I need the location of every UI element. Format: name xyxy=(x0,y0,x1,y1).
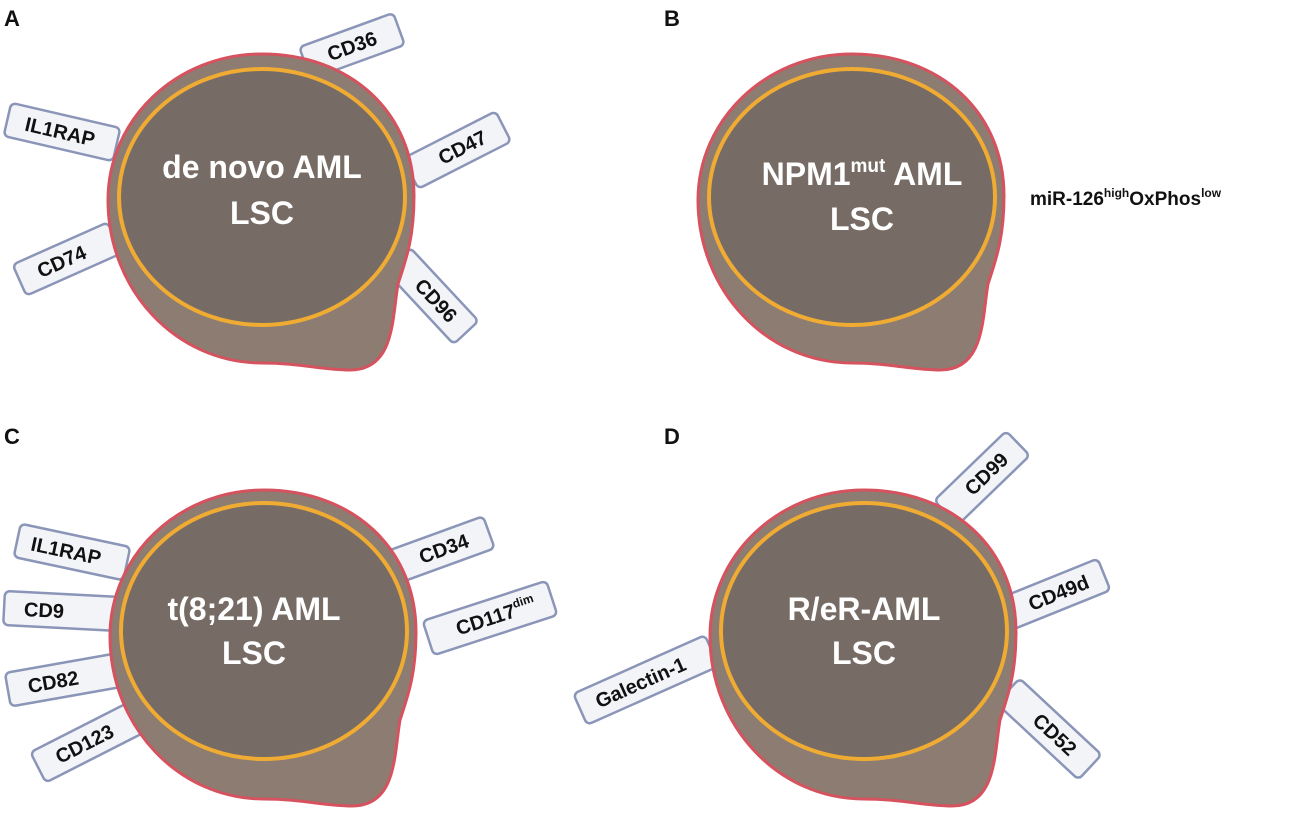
marker-cd82: CD82 xyxy=(4,653,122,707)
mir126-oxphos-annotation: miR-126highOxPhoslow xyxy=(1030,186,1222,210)
marker-cd9: CD9 xyxy=(2,589,122,633)
cell-title-line2: LSC xyxy=(830,201,894,237)
marker-cd52: CD52 xyxy=(997,679,1101,779)
cell-title-line1: t(8;21) AML xyxy=(167,591,340,627)
panel-c: C IL1RAP CD9 CD82 CD123 CD34 CD117dim t(… xyxy=(2,424,558,808)
marker-box xyxy=(13,523,131,581)
nucleus xyxy=(719,501,1009,761)
marker-cd117dim: CD117dim xyxy=(422,580,558,656)
cell-title-line1: de novo AML xyxy=(162,149,362,185)
marker-cd123: CD123 xyxy=(30,701,146,783)
nucleus xyxy=(119,501,409,761)
marker-galectin-1: Galectin-1 xyxy=(573,635,719,725)
marker-cd74: CD74 xyxy=(12,222,122,296)
marker-box xyxy=(422,580,558,656)
panel-letter-c: C xyxy=(4,424,20,449)
cell-title-line2: LSC xyxy=(222,635,286,671)
cell-title-line2: LSC xyxy=(832,635,896,671)
nucleus xyxy=(117,67,407,327)
marker-label: CD9 xyxy=(23,599,64,623)
cell-title-line1: R/eR-AML xyxy=(788,591,941,627)
panel-letter-d: D xyxy=(664,424,680,449)
marker-cd49d: CD49d xyxy=(995,558,1111,632)
cell-title-line1: NPM1mut AML xyxy=(762,156,963,192)
marker-il1rap: IL1RAP xyxy=(13,523,131,581)
marker-il1rap: IL1RAP xyxy=(3,102,121,162)
cell-title-line2: LSC xyxy=(230,195,294,231)
panel-b: B NPM1mut AML LSC miR-126highOxPhoslow xyxy=(664,6,1222,372)
panel-letter-a: A xyxy=(4,6,20,31)
panel-a: A CD36 IL1RAP CD47 CD74 CD96 de novo AML… xyxy=(3,6,511,372)
panel-letter-b: B xyxy=(664,6,680,31)
marker-box xyxy=(3,102,121,162)
marker-cd47: CD47 xyxy=(403,111,511,189)
panel-d: D CD99 CD49d Galectin-1 CD52 R/eR-AML LS… xyxy=(573,424,1111,808)
nucleus xyxy=(707,67,997,327)
